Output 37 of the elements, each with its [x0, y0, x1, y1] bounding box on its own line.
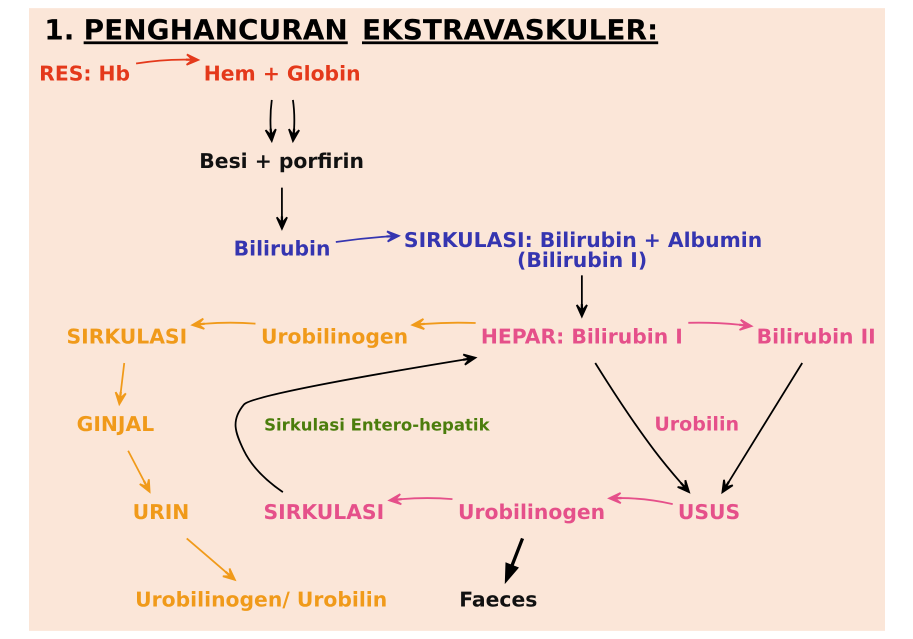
node-text: Besi + porfirin [198, 149, 364, 173]
arrow [688, 318, 752, 331]
arrow [126, 450, 150, 493]
node-text: HEPAR: Bilirubin I [480, 324, 682, 348]
arrow [388, 493, 452, 506]
edge-label: Urobilin [654, 414, 739, 436]
arrow [234, 354, 476, 493]
arrow [335, 230, 400, 243]
arrow [594, 362, 690, 494]
arrow [275, 188, 288, 230]
node-text: Urobilinogen [260, 324, 408, 348]
arrow [608, 492, 672, 505]
arrow [721, 362, 802, 494]
arrow [504, 538, 524, 584]
node-text: Faeces [458, 587, 537, 612]
node-text: URIN [132, 500, 189, 524]
node-text: GINJAL [76, 412, 154, 436]
node-text: Urobilinogen/ Urobilin [134, 587, 387, 612]
node-text: SIRKULASI [262, 500, 384, 524]
node-text: RES: Hb [38, 61, 130, 86]
label: Sirkulasi Entero-hepatik [264, 416, 490, 435]
arrow [186, 538, 236, 581]
diagram-title: 1. PENGHANCURAN EKSTRAVASKULER: [44, 13, 658, 46]
arrow [114, 362, 126, 405]
node-text: Hem + Globin [203, 61, 360, 86]
arrow [135, 54, 199, 66]
node-text: USUS [677, 500, 740, 524]
arrow [575, 275, 588, 318]
node-text: SIRKULASI [66, 324, 187, 348]
arrow [288, 100, 300, 142]
node-text: Bilirubin [233, 236, 330, 261]
node-text: Urobilinogen [457, 500, 605, 524]
node-text: SIRKULASI: Bilirubin + Albumin (Bilirubin I) [403, 228, 762, 272]
arrow [191, 318, 256, 330]
arrow [264, 100, 276, 142]
node-text: Bilirubin II [756, 324, 876, 348]
arrow [411, 318, 476, 330]
